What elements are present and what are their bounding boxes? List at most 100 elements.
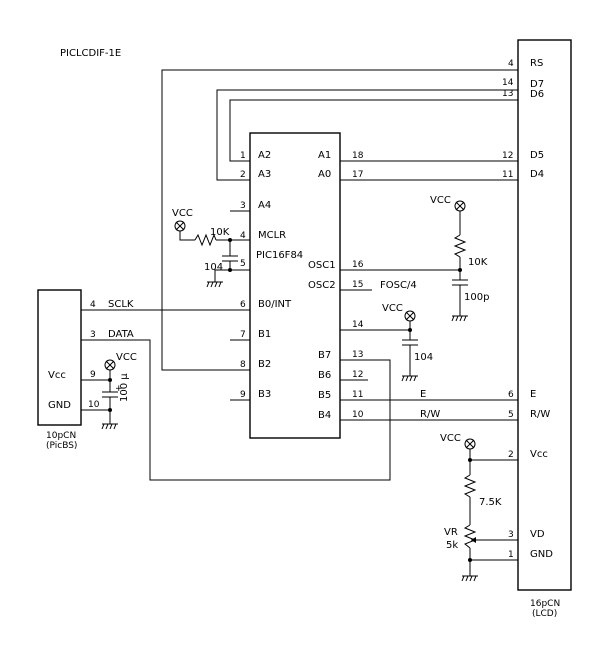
picbs-pin-name: Vcc bbox=[48, 370, 66, 381]
capacitor-picbs-value: 100 bbox=[119, 383, 130, 402]
pic-pin-number: 15 bbox=[352, 280, 363, 290]
pic-chip bbox=[249, 132, 341, 439]
pic-pin-number: 2 bbox=[240, 170, 246, 180]
vcc-label: VCC bbox=[430, 195, 451, 206]
lcd-connector bbox=[517, 39, 572, 591]
capacitor-pin14-label: 104 bbox=[414, 352, 433, 363]
picbs-pin-name: DATA bbox=[108, 329, 134, 340]
lcd-pin-name: RS bbox=[530, 58, 543, 69]
picbs-capacitor: VCC + 100 μ bbox=[101, 352, 137, 430]
net-label-fosc: FOSC/4 bbox=[380, 280, 417, 291]
picbs-connector bbox=[37, 289, 82, 426]
potentiometer-value: 5k bbox=[446, 540, 458, 551]
vcc-label: VCC bbox=[172, 208, 193, 219]
lcd-contrast-network: VCC 7.5K VR 5k bbox=[440, 433, 502, 582]
resistor-osc bbox=[453, 234, 467, 258]
lcd-pin-number: 11 bbox=[502, 170, 513, 180]
lcd-pin-name: D6 bbox=[530, 89, 544, 100]
resistor-lcd-label: 7.5K bbox=[479, 497, 502, 508]
lcd-pin-name: D4 bbox=[530, 169, 544, 180]
pic-pin-name: A0 bbox=[318, 169, 331, 180]
picbs-pin-number: 10 bbox=[88, 400, 100, 410]
net-label-e: E bbox=[420, 389, 426, 400]
pic-pin-number: 5 bbox=[240, 259, 246, 269]
pic-pin-name: B7 bbox=[318, 350, 331, 361]
pic-pin-number: 16 bbox=[352, 260, 364, 270]
pic-part-label: PIC16F84 bbox=[256, 250, 303, 261]
resistor-osc-label: 10K bbox=[468, 257, 488, 268]
resistor-mclr bbox=[194, 233, 217, 247]
wire-d6 bbox=[229, 99, 518, 162]
pic-pin-name: B5 bbox=[318, 390, 331, 401]
vcc-label: VCC bbox=[116, 352, 137, 363]
pic-pin-number: 6 bbox=[240, 300, 246, 310]
wire-d7 bbox=[216, 89, 518, 181]
pic-right-pins: A1 A0 OSC1 OSC2 B7 B6 B5 B4 18 17 16 15 … bbox=[308, 150, 364, 421]
pin14-decoupling: VCC 104 bbox=[382, 303, 433, 382]
vcc-label: VCC bbox=[440, 433, 461, 444]
pic-pin-name: OSC2 bbox=[308, 280, 336, 291]
pic-left-pins: A2 A3 A4 MCLR B0/INT B1 B2 B3 1 2 3 4 5 … bbox=[240, 150, 292, 400]
pic-pin-name: OSC1 bbox=[308, 260, 336, 271]
lcd-pin-name: D5 bbox=[530, 150, 544, 161]
capacitor-mclr-label: 104 bbox=[204, 262, 223, 273]
picbs-pin-number: 3 bbox=[90, 330, 96, 340]
lcd-pin-number: 2 bbox=[508, 450, 514, 460]
potentiometer-vr bbox=[463, 524, 477, 549]
picbs-pin-name: SCLK bbox=[108, 299, 134, 310]
lcd-pin-name: VD bbox=[530, 529, 545, 540]
capacitor-picbs-label: 100 μ bbox=[119, 373, 130, 402]
lcd-pin-number: 13 bbox=[502, 89, 513, 99]
pic-pin-name: B6 bbox=[318, 370, 331, 381]
wire-data bbox=[81, 339, 391, 481]
picbs-pins: SCLK DATA Vcc GND 4 3 9 10 bbox=[48, 299, 134, 411]
pic-pin-name: B3 bbox=[258, 389, 271, 400]
pic-pin-name: B0/INT bbox=[258, 299, 292, 310]
potentiometer-label: VR bbox=[444, 527, 458, 538]
lcd-connector-label: 16pCN bbox=[530, 599, 560, 609]
lcd-pin-name: R/W bbox=[530, 409, 550, 420]
vcc-label: VCC bbox=[382, 303, 403, 314]
picbs-connector-sublabel: (PicBS) bbox=[46, 441, 77, 451]
pic-pin-name: B4 bbox=[318, 410, 331, 421]
picbs-pin-name: GND bbox=[48, 400, 71, 411]
lcd-pin-name: Vcc bbox=[530, 449, 548, 460]
pic-pin-number: 9 bbox=[240, 390, 246, 400]
pic-pin-number: 7 bbox=[240, 330, 246, 340]
lcd-pin-number: 4 bbox=[508, 59, 514, 69]
pic-pin-number: 14 bbox=[352, 320, 364, 330]
capacitor-picbs-unit: μ bbox=[119, 373, 130, 380]
pic-pin-number: 12 bbox=[352, 370, 363, 380]
lcd-pin-number: 12 bbox=[502, 151, 513, 161]
lcd-pin-number: 6 bbox=[508, 390, 514, 400]
resistor-mclr-label: 10K bbox=[210, 227, 230, 238]
capacitor-osc-label: 100p bbox=[464, 292, 489, 303]
lcd-pin-name: D7 bbox=[530, 79, 544, 90]
pic-pin-number: 18 bbox=[352, 151, 364, 161]
picbs-pin-number: 4 bbox=[90, 300, 96, 310]
lcd-connector-sublabel: (LCD) bbox=[532, 609, 557, 619]
net-label-rw: R/W bbox=[420, 409, 440, 420]
capacitor-picbs-plus: + bbox=[115, 384, 123, 394]
resistor-lcd bbox=[463, 474, 477, 498]
pic-pin-number: 1 bbox=[240, 151, 246, 161]
pic-pin-name: A4 bbox=[258, 200, 271, 211]
pic-pin-number: 8 bbox=[240, 360, 246, 370]
lcd-pin-name: E bbox=[530, 389, 536, 400]
pic-pin-number: 17 bbox=[352, 170, 363, 180]
wires bbox=[81, 69, 518, 561]
pic-pin-name: B1 bbox=[258, 329, 271, 340]
lcd-pin-number: 3 bbox=[508, 530, 514, 540]
pic-pin-name: MCLR bbox=[258, 230, 286, 241]
pic-pin-name: A2 bbox=[258, 150, 271, 161]
pic-pin-number: 3 bbox=[240, 201, 246, 211]
lcd-pin-number: 5 bbox=[508, 410, 514, 420]
lcd-pin-number: 14 bbox=[502, 78, 514, 88]
pic-pin-number: 13 bbox=[352, 350, 363, 360]
diagram-title: PICLCDIF-1E bbox=[60, 48, 121, 59]
pic-pin-name: B2 bbox=[258, 359, 271, 370]
picbs-connector-label: 10pCN bbox=[46, 431, 76, 441]
picbs-pin-number: 9 bbox=[90, 370, 96, 380]
lcd-pins: RS D7 D6 D5 D4 E R/W Vcc VD GND 4 14 13 … bbox=[502, 58, 553, 560]
